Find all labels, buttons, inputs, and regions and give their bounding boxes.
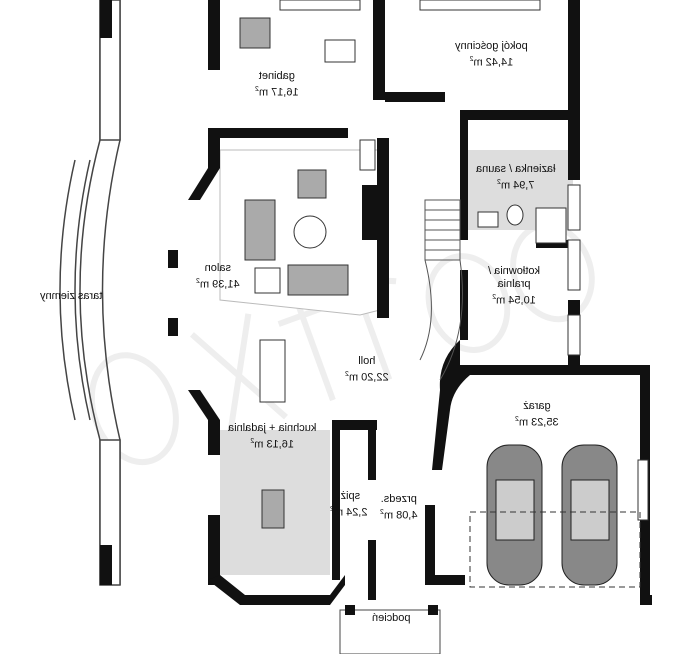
cars [486, 444, 618, 586]
label-kominek: kominek [340, 191, 353, 232]
stairs [419, 199, 463, 381]
fireplace [362, 185, 380, 240]
label-podcien: podcień [372, 612, 411, 624]
label-przeds: przeds.4,08 m2 [380, 493, 418, 522]
furniture [239, 17, 356, 529]
label-taras: taras ziemny [40, 290, 103, 302]
label-spiz: spiż.2,24 m2 [330, 490, 368, 519]
